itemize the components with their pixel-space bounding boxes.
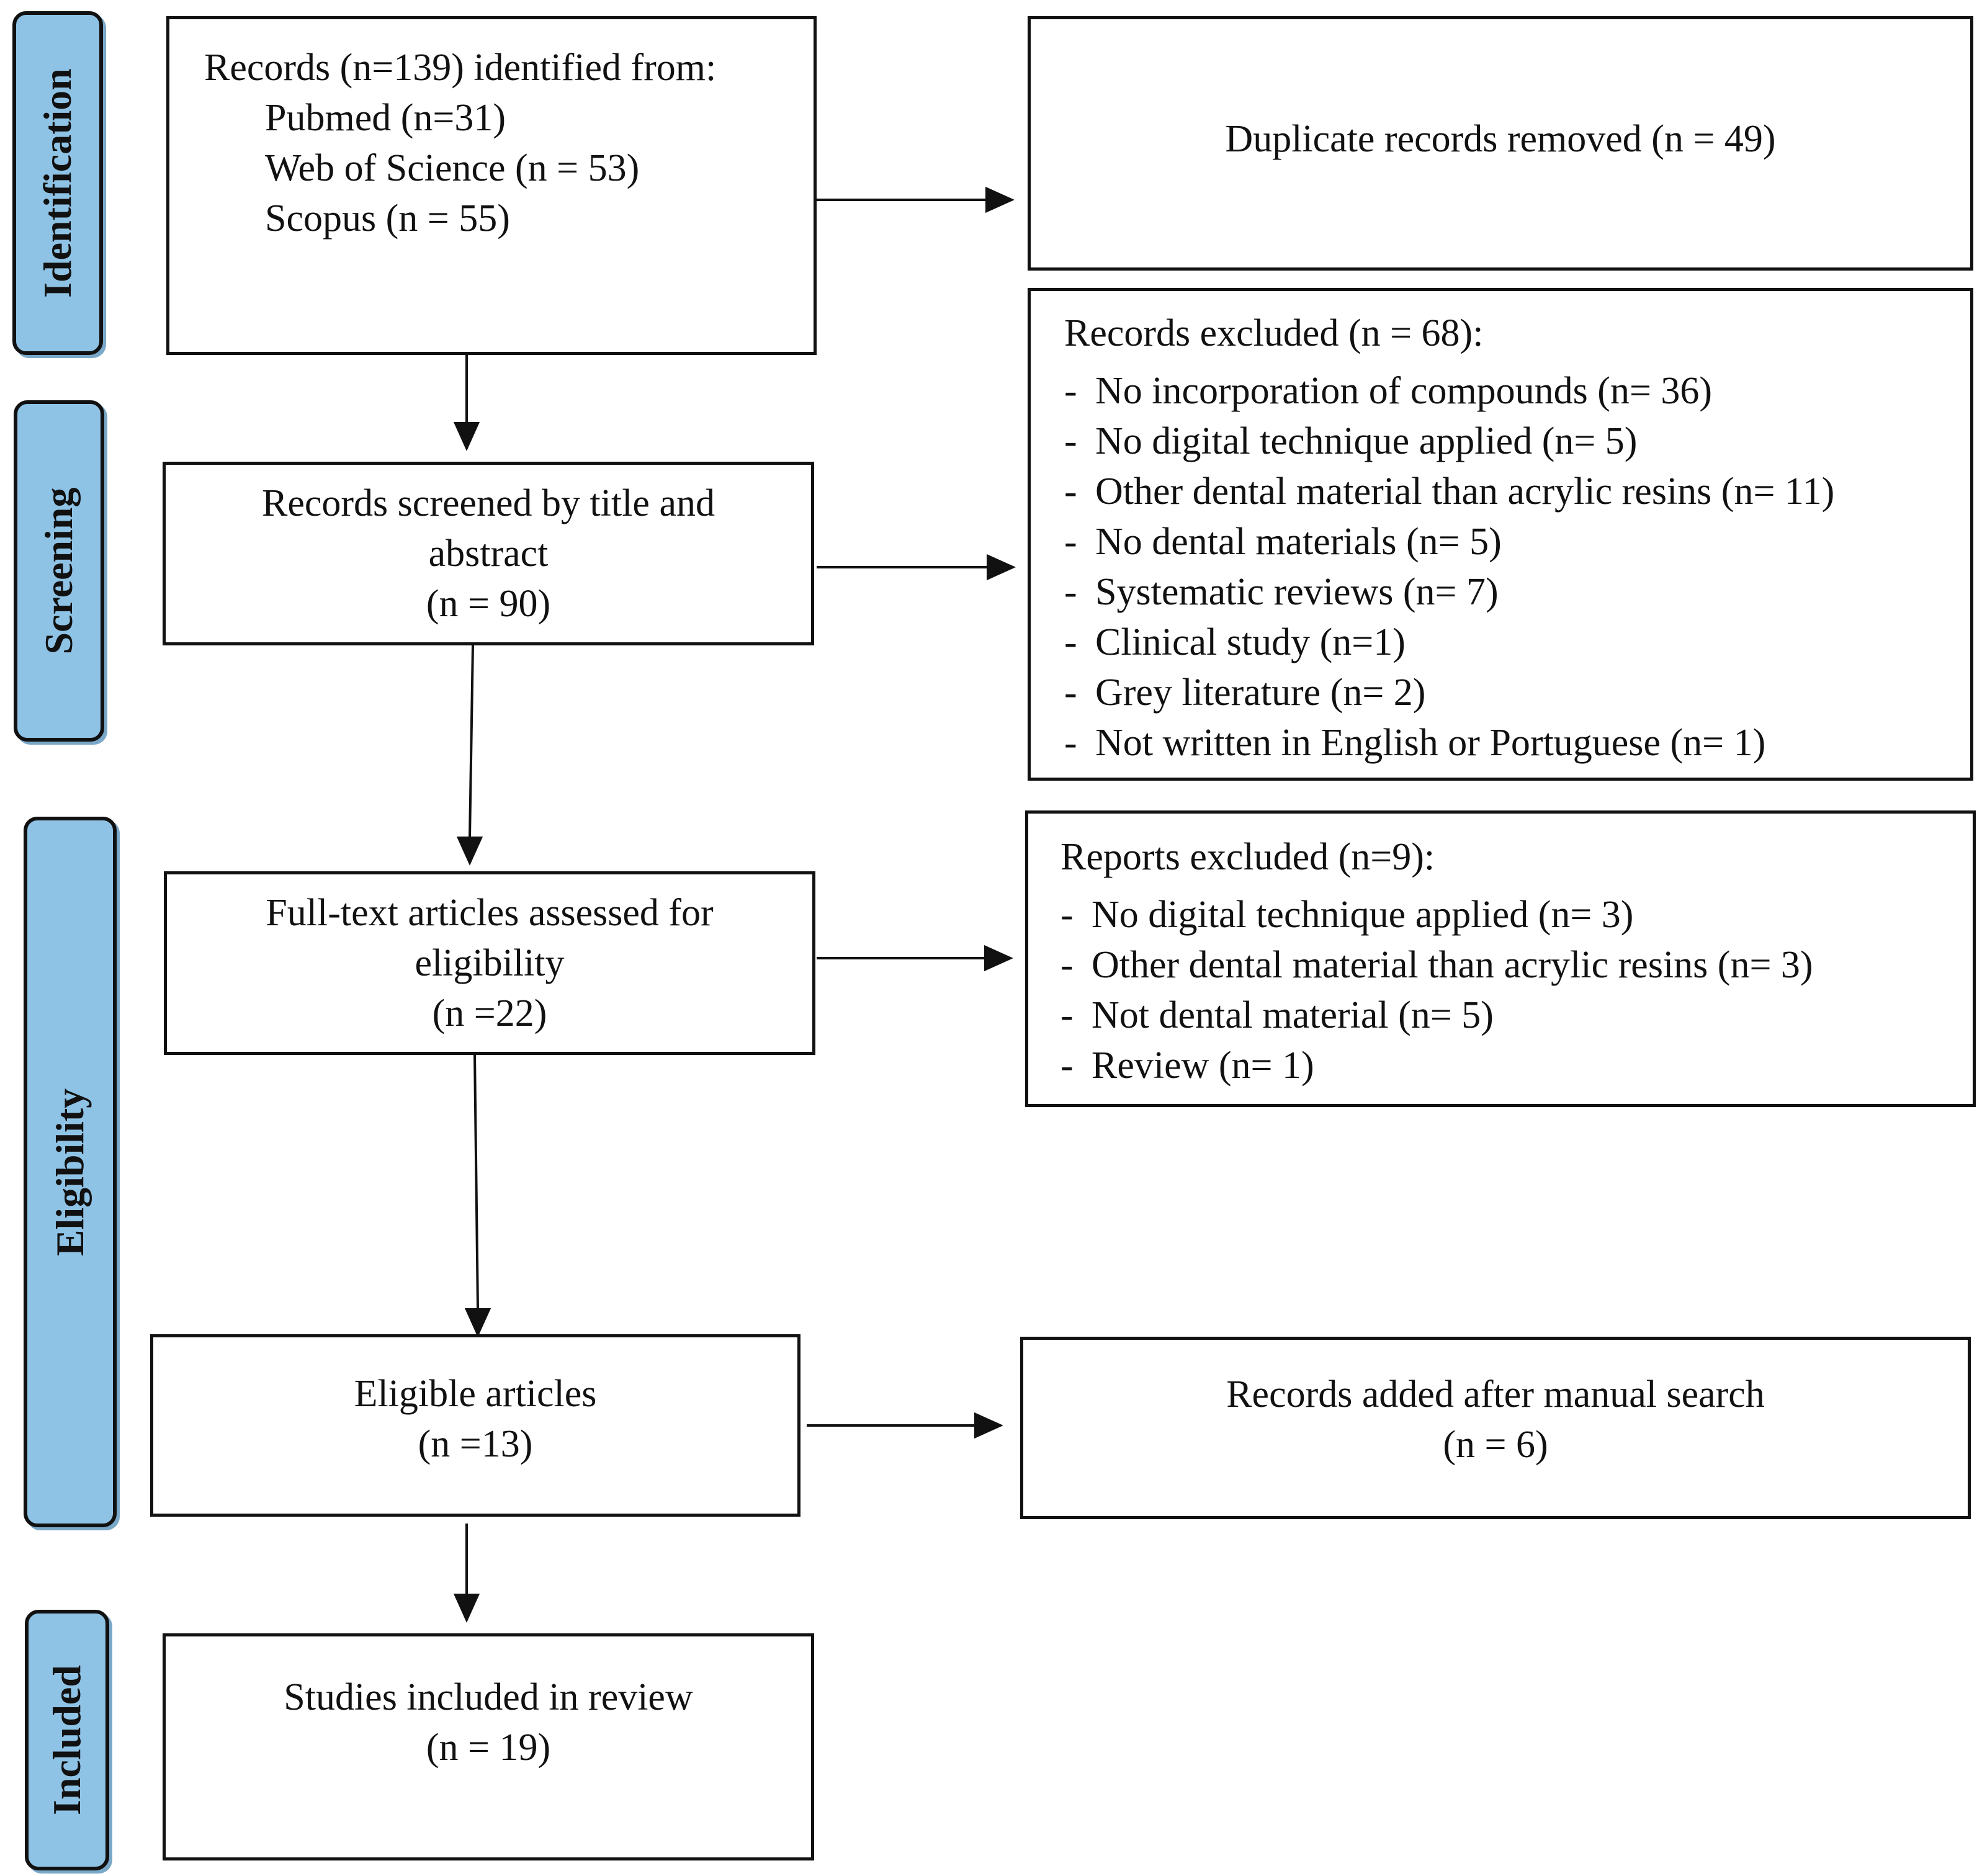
reports-excluded-heading: Reports excluded (n=9): (1061, 836, 1435, 878)
duplicates-removed-box: Duplicate records removed (n = 49) (1028, 16, 1973, 271)
records-excluded-item: Other dental material than acrylic resin… (1064, 467, 1970, 517)
arrowhead-screened (453, 422, 480, 451)
stage-label-included: Included (45, 1665, 89, 1815)
fulltext-assessed-box: Full-text articles assessed for eligibil… (164, 871, 815, 1055)
duplicates-removed-text: Duplicate records removed (n = 49) (1225, 117, 1776, 160)
records-screened-box: Records screened by title and abstract (… (163, 462, 814, 645)
stage-tab-eligibility: Eligibility (24, 817, 117, 1527)
stage-tab-identification: Identification (12, 11, 103, 355)
arrow-screened-to-fulltext (469, 645, 474, 838)
studies-included-box: Studies included in review (n = 19) (163, 1633, 814, 1860)
source-pubmed: Pubmed (n=31) (265, 97, 506, 139)
records-excluded-item: No dental materials (n= 5) (1064, 517, 1970, 567)
stage-label-screening: Screening (37, 487, 81, 655)
records-excluded-item: Grey literature (n= 2) (1064, 668, 1970, 718)
records-identified-box: Records (n=139) identified from: Pubmed … (166, 16, 817, 355)
reports-excluded-list: No digital technique applied (n= 3) Othe… (1061, 890, 1973, 1091)
records-excluded-item: Clinical study (n=1) (1064, 617, 1970, 668)
reports-excluded-item: Not dental material (n= 5) (1061, 990, 1973, 1041)
reports-excluded-box: Reports excluded (n=9): No digital techn… (1025, 810, 1976, 1107)
arrowhead-reports-excluded (984, 945, 1013, 972)
eligible-articles-box: Eligible articles (n =13) (150, 1334, 800, 1517)
reports-excluded-item: Review (n= 1) (1061, 1041, 1973, 1091)
records-screened-line1: Records screened by title and (262, 482, 715, 524)
studies-included-count: (n = 19) (426, 1726, 551, 1769)
records-excluded-item: Not written in English or Portuguese (n=… (1064, 718, 1970, 768)
arrowhead-manual (974, 1412, 1003, 1439)
records-excluded-item: No digital technique applied (n= 5) (1064, 416, 1970, 467)
reports-excluded-item: No digital technique applied (n= 3) (1061, 890, 1973, 940)
records-excluded-item: No incorporation of compounds (n= 36) (1064, 366, 1970, 416)
fulltext-assessed-line1: Full-text articles assessed for (266, 891, 714, 934)
records-screened-line2: abstract (428, 532, 549, 575)
eligible-articles-count: (n =13) (418, 1423, 533, 1465)
arrowhead-duplicates (985, 186, 1015, 213)
stage-tab-included: Included (25, 1610, 109, 1870)
fulltext-assessed-line2: eligibility (415, 941, 565, 984)
stage-label-eligibility: Eligibility (48, 1088, 92, 1256)
stage-tab-screening: Screening (14, 400, 104, 742)
stage-label-identification: Identification (35, 68, 79, 298)
arrowhead-included (453, 1594, 480, 1623)
arrowhead-eligible (464, 1308, 491, 1337)
eligible-articles-label: Eligible articles (354, 1373, 597, 1415)
arrowhead-fulltext (456, 837, 483, 866)
arrowhead-records-excluded (987, 554, 1016, 581)
records-screened-count: (n = 90) (426, 582, 551, 625)
arrow-fulltext-to-eligible (473, 1054, 479, 1310)
source-web-of-science: Web of Science (n = 53) (265, 147, 640, 189)
studies-included-label: Studies included in review (284, 1676, 693, 1718)
records-excluded-item: Systematic reviews (n= 7) (1064, 567, 1970, 617)
reports-excluded-item: Other dental material than acrylic resin… (1061, 940, 1973, 990)
records-identified-heading: Records (n=139) identified from: (204, 47, 717, 89)
source-scopus: Scopus (n = 55) (265, 197, 510, 240)
manual-search-label: Records added after manual search (1226, 1373, 1765, 1416)
manual-search-box: Records added after manual search (n = 6… (1020, 1337, 1971, 1519)
records-excluded-heading: Records excluded (n = 68): (1064, 312, 1484, 354)
manual-search-count: (n = 6) (1443, 1424, 1548, 1466)
fulltext-assessed-count: (n =22) (432, 992, 547, 1034)
records-excluded-list: No incorporation of compounds (n= 36) No… (1064, 366, 1970, 768)
records-excluded-box: Records excluded (n = 68): No incorporat… (1028, 288, 1973, 781)
